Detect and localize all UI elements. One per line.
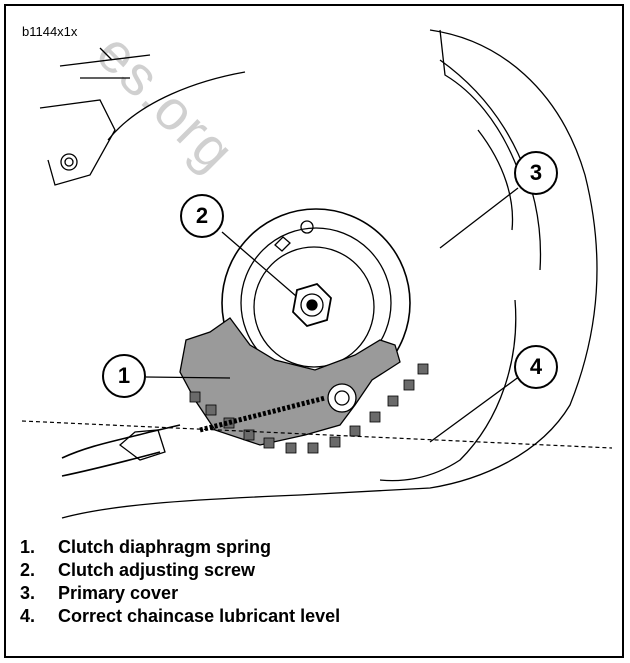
housing-outline xyxy=(61,29,598,519)
legend-number: 2. xyxy=(20,560,36,580)
cable-wire xyxy=(199,395,326,433)
callout-3: 3 xyxy=(514,151,558,195)
leader-line-1 xyxy=(145,376,231,379)
left-bolt-inner xyxy=(64,157,74,167)
inner-arc xyxy=(107,71,246,141)
cable-fitting xyxy=(118,429,166,461)
figure-frame xyxy=(4,4,624,658)
key-tab xyxy=(274,236,291,252)
lubricant-level-line xyxy=(21,420,613,449)
callout-1: 1 xyxy=(102,354,146,398)
leader-line-2 xyxy=(221,231,297,297)
cable-pivot-outer xyxy=(327,383,357,413)
legend-number: 4. xyxy=(20,606,36,626)
clutch-inner-ring xyxy=(253,246,375,368)
leader-line-3 xyxy=(439,187,519,249)
left-bracket xyxy=(39,99,116,186)
legend-item: 4. Correct chaincase lubricant level xyxy=(20,605,340,628)
inner-arc-right xyxy=(477,129,514,231)
callout-2: 2 xyxy=(180,194,224,238)
legend-label: Clutch adjusting screw xyxy=(58,560,256,580)
legend-label: Primary cover xyxy=(58,583,179,603)
left-bolt-outer xyxy=(60,153,78,171)
adjusting-nut xyxy=(292,282,332,328)
legend-label: Correct chaincase lubricant level xyxy=(58,606,341,626)
legend-label: Clutch diaphragm spring xyxy=(58,537,272,557)
lower-right-curve xyxy=(379,299,517,482)
upper-left-lines xyxy=(59,47,151,79)
callout-1-number: 1 xyxy=(117,363,131,388)
adjusting-screw-outer xyxy=(300,293,324,317)
callout-4: 4 xyxy=(514,345,558,389)
callout-2-number: 2 xyxy=(195,203,209,228)
callout-4-number: 4 xyxy=(529,354,543,379)
legend-item: 2. Clutch adjusting screw xyxy=(20,559,340,582)
top-bolt xyxy=(300,220,314,234)
legend-number: 3. xyxy=(20,583,36,603)
cable-pivot-inner xyxy=(334,390,350,406)
cable-housing xyxy=(61,424,181,477)
sprocket-teeth xyxy=(189,363,429,454)
legend-number: 1. xyxy=(20,537,36,557)
primary-cover-rim xyxy=(439,59,542,271)
adjusting-screw-inner xyxy=(306,299,318,311)
leader-line-4 xyxy=(429,375,521,443)
diaphragm-spring xyxy=(179,317,401,446)
figure-reference-code: b1144x1x xyxy=(22,24,78,39)
legend-item: 1. Clutch diaphragm spring xyxy=(20,536,340,559)
legend-item: 3. Primary cover xyxy=(20,582,340,605)
callout-3-number: 3 xyxy=(529,160,543,185)
housing-curve-upper xyxy=(439,29,521,176)
legend: 1. Clutch diaphragm spring 2. Clutch adj… xyxy=(20,536,340,628)
